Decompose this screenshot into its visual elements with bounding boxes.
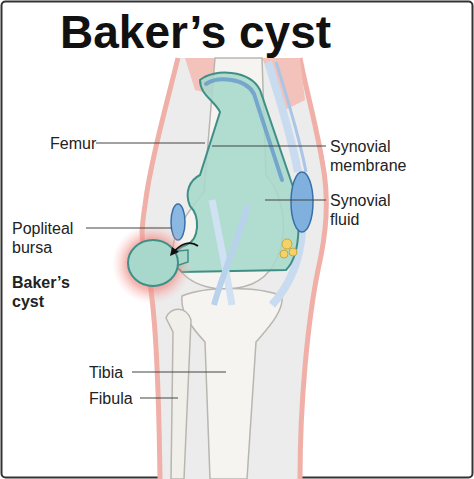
inflammation-glow [112, 224, 192, 304]
flow-arrowhead [170, 247, 179, 256]
leader-line [140, 398, 178, 399]
flow-arrow [174, 243, 198, 252]
skin-front-outline [300, 58, 326, 479]
tibia-bone [182, 289, 282, 479]
part-label: Synovial membrane [330, 137, 440, 175]
leader-line [132, 372, 226, 373]
part-label: Popliteal bursa [12, 219, 97, 257]
leader-line [265, 200, 326, 201]
patella [291, 172, 313, 232]
part-label: Synovial fluid [330, 191, 410, 229]
title: Baker’s cyst [60, 6, 331, 58]
leader-lines [86, 143, 326, 398]
fat-pad [289, 248, 297, 256]
cyst [128, 240, 178, 286]
part-label: Tibia [89, 363, 123, 382]
fibula-bone [166, 309, 191, 479]
leader-line [212, 146, 326, 147]
leader-line [86, 228, 172, 229]
cruciate-ligament [214, 205, 248, 305]
fat-pad [280, 250, 288, 258]
part-label: Fibula [89, 389, 133, 408]
leader-line [96, 143, 205, 144]
part-label: Baker’s cyst [12, 273, 84, 311]
membrane-edge [206, 79, 282, 180]
part-label: Femur [50, 134, 96, 153]
fat-pad [282, 239, 292, 249]
